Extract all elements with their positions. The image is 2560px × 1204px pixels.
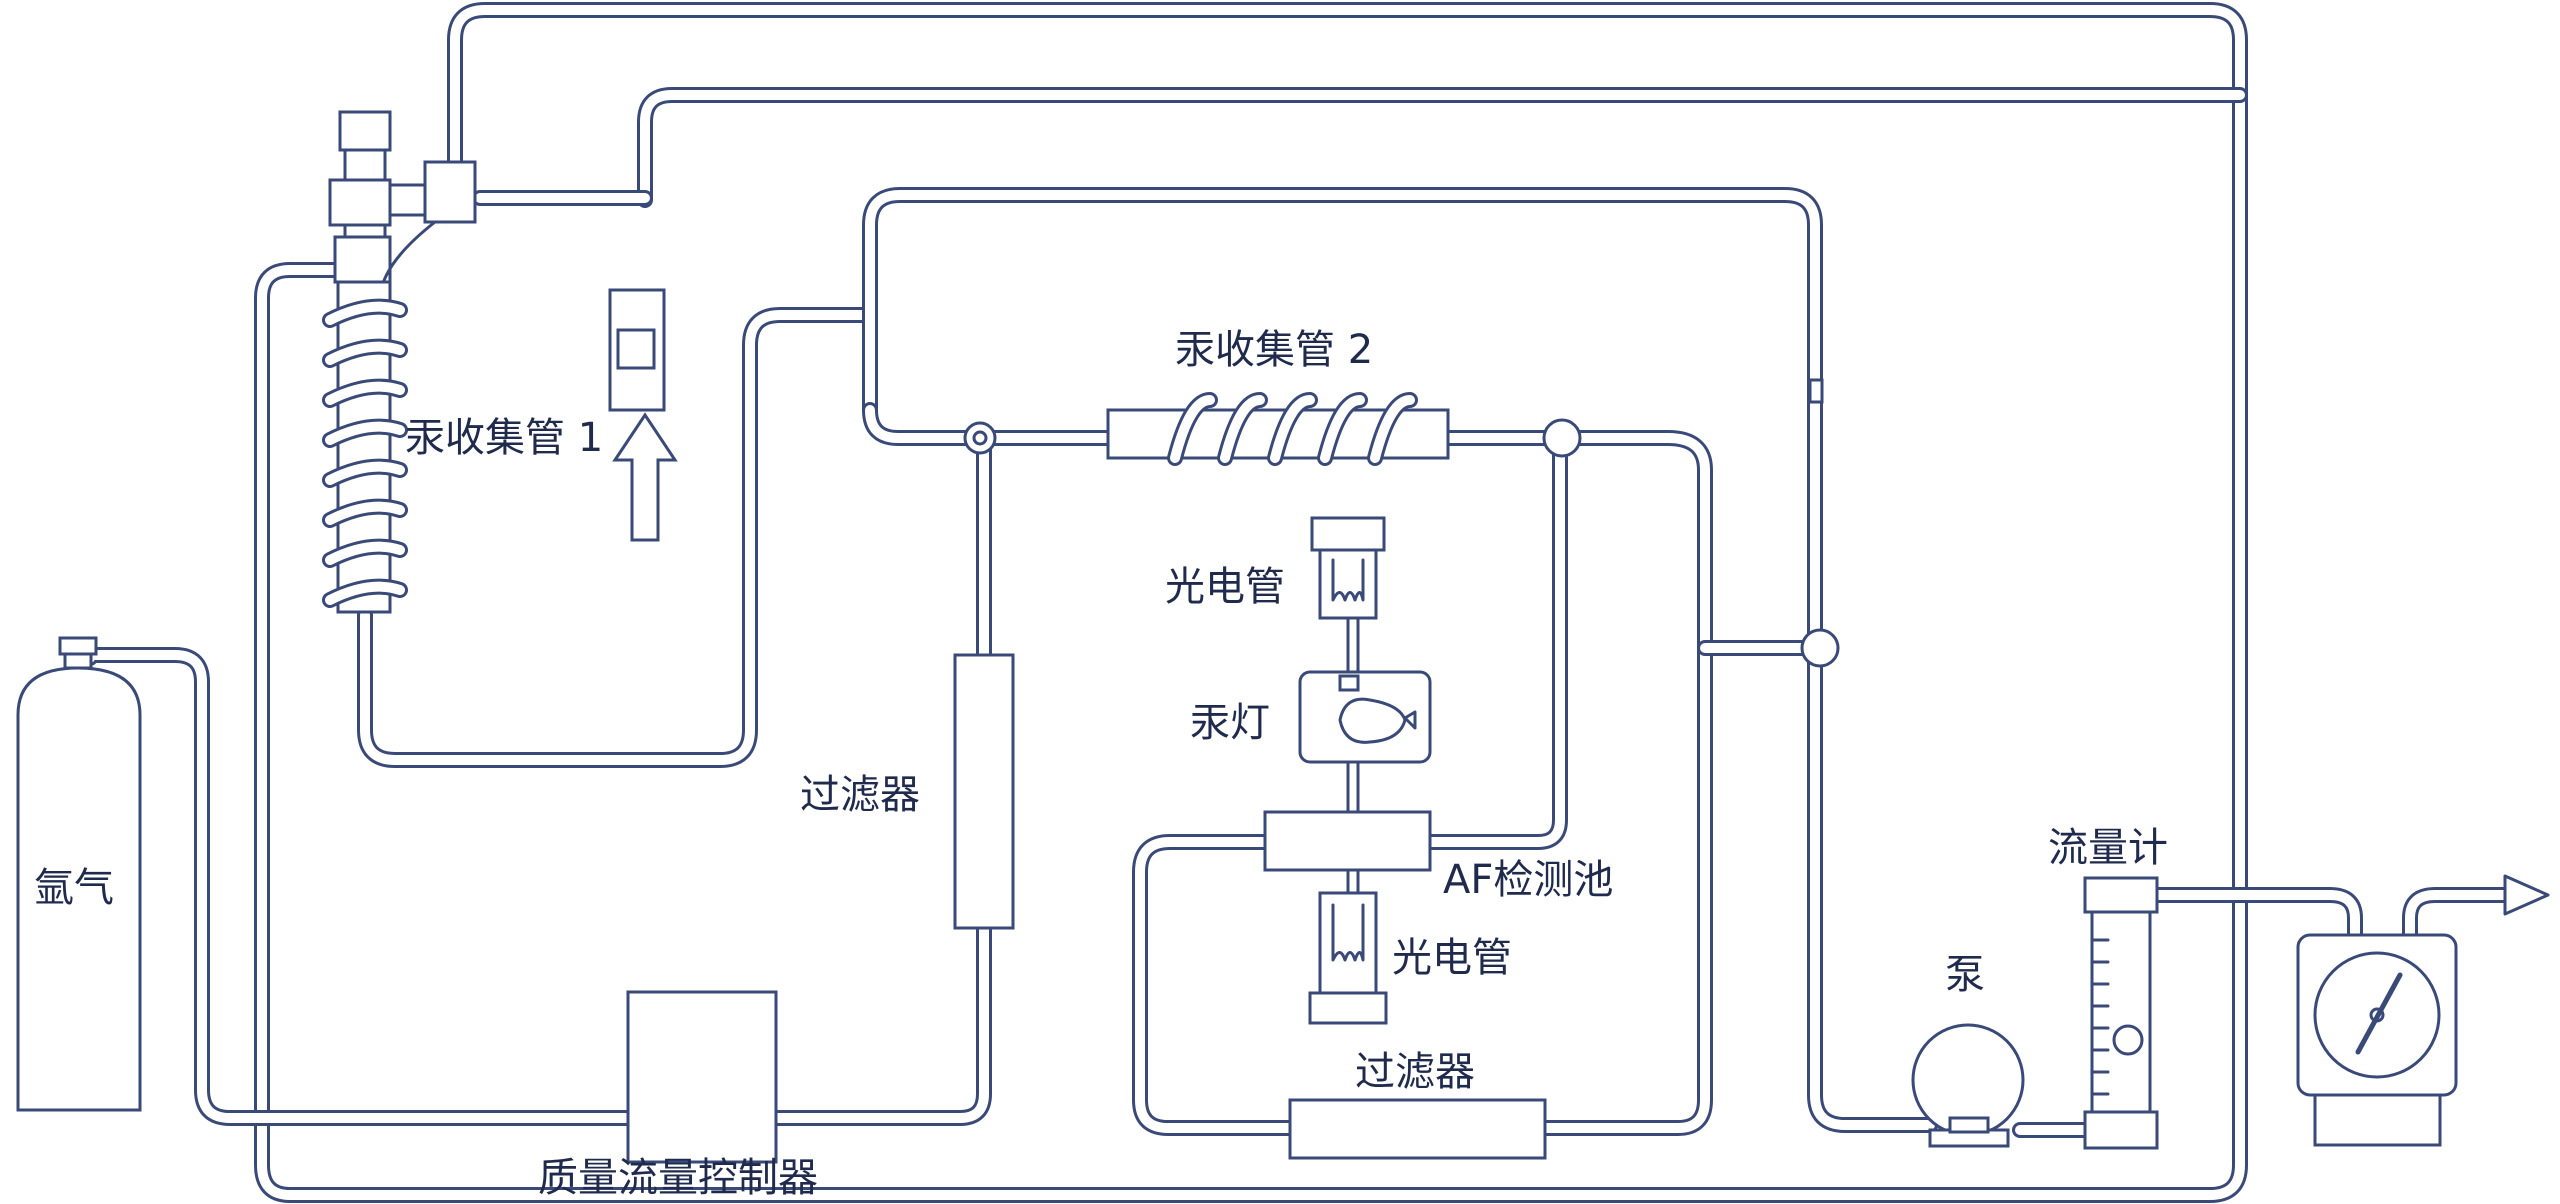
mercury-lamp-label: 汞灯 xyxy=(1190,700,1270,746)
trap2-coil xyxy=(1167,392,1418,466)
mercury-trap-2 xyxy=(1106,392,1450,466)
pump-label: 泵 xyxy=(1945,952,1985,998)
mercury-trap-2-label: 汞收集管 2 xyxy=(1175,327,1374,373)
mercury-trap-1-label: 汞收集管 1 xyxy=(405,415,604,461)
pressure-gauge xyxy=(2296,933,2458,1147)
mercury-trap-1 xyxy=(322,110,477,614)
top-loop-pipe xyxy=(862,187,1938,1136)
mass-flow-controller xyxy=(626,990,778,1164)
af-loop-pipe xyxy=(1132,432,1568,1136)
af-detection-cell xyxy=(1263,810,1432,872)
filter-bottom xyxy=(1288,1098,1547,1160)
argon-feed-pipe xyxy=(82,432,992,1126)
up-arrow-icon xyxy=(612,412,678,542)
return-line xyxy=(472,87,2248,348)
flowmeter xyxy=(2083,876,2159,1150)
argon-label: 氩气 xyxy=(34,865,114,911)
photocell-top-label: 光电管 xyxy=(1165,564,1285,610)
argon-cylinder xyxy=(16,636,142,1112)
junction-nodes xyxy=(963,378,1840,668)
flowmeter-label: 流量计 xyxy=(2048,825,2168,871)
mercury-lamp xyxy=(1298,616,1432,897)
filter-left-label: 过滤器 xyxy=(800,772,920,818)
exhaust-pipe xyxy=(2012,874,2550,1138)
filter-bottom-label: 过滤器 xyxy=(1355,1049,1475,1095)
filter-left xyxy=(953,653,1015,930)
photocell-top xyxy=(1310,516,1386,620)
photocell-bottom xyxy=(1308,891,1388,1025)
trap1-coil xyxy=(322,298,408,608)
pump xyxy=(1911,1023,2025,1148)
exhaust-arrow xyxy=(2503,874,2550,916)
sample-inlet xyxy=(608,288,678,542)
af-cell-label: AF检测池 xyxy=(1443,857,1614,903)
outer-loop-pipe xyxy=(254,2,2248,1203)
photocell-bottom-label: 光电管 xyxy=(1392,935,1512,981)
mass-flow-controller-label: 质量流量控制器 xyxy=(538,1155,818,1201)
trap1-return-pipe xyxy=(357,307,878,768)
